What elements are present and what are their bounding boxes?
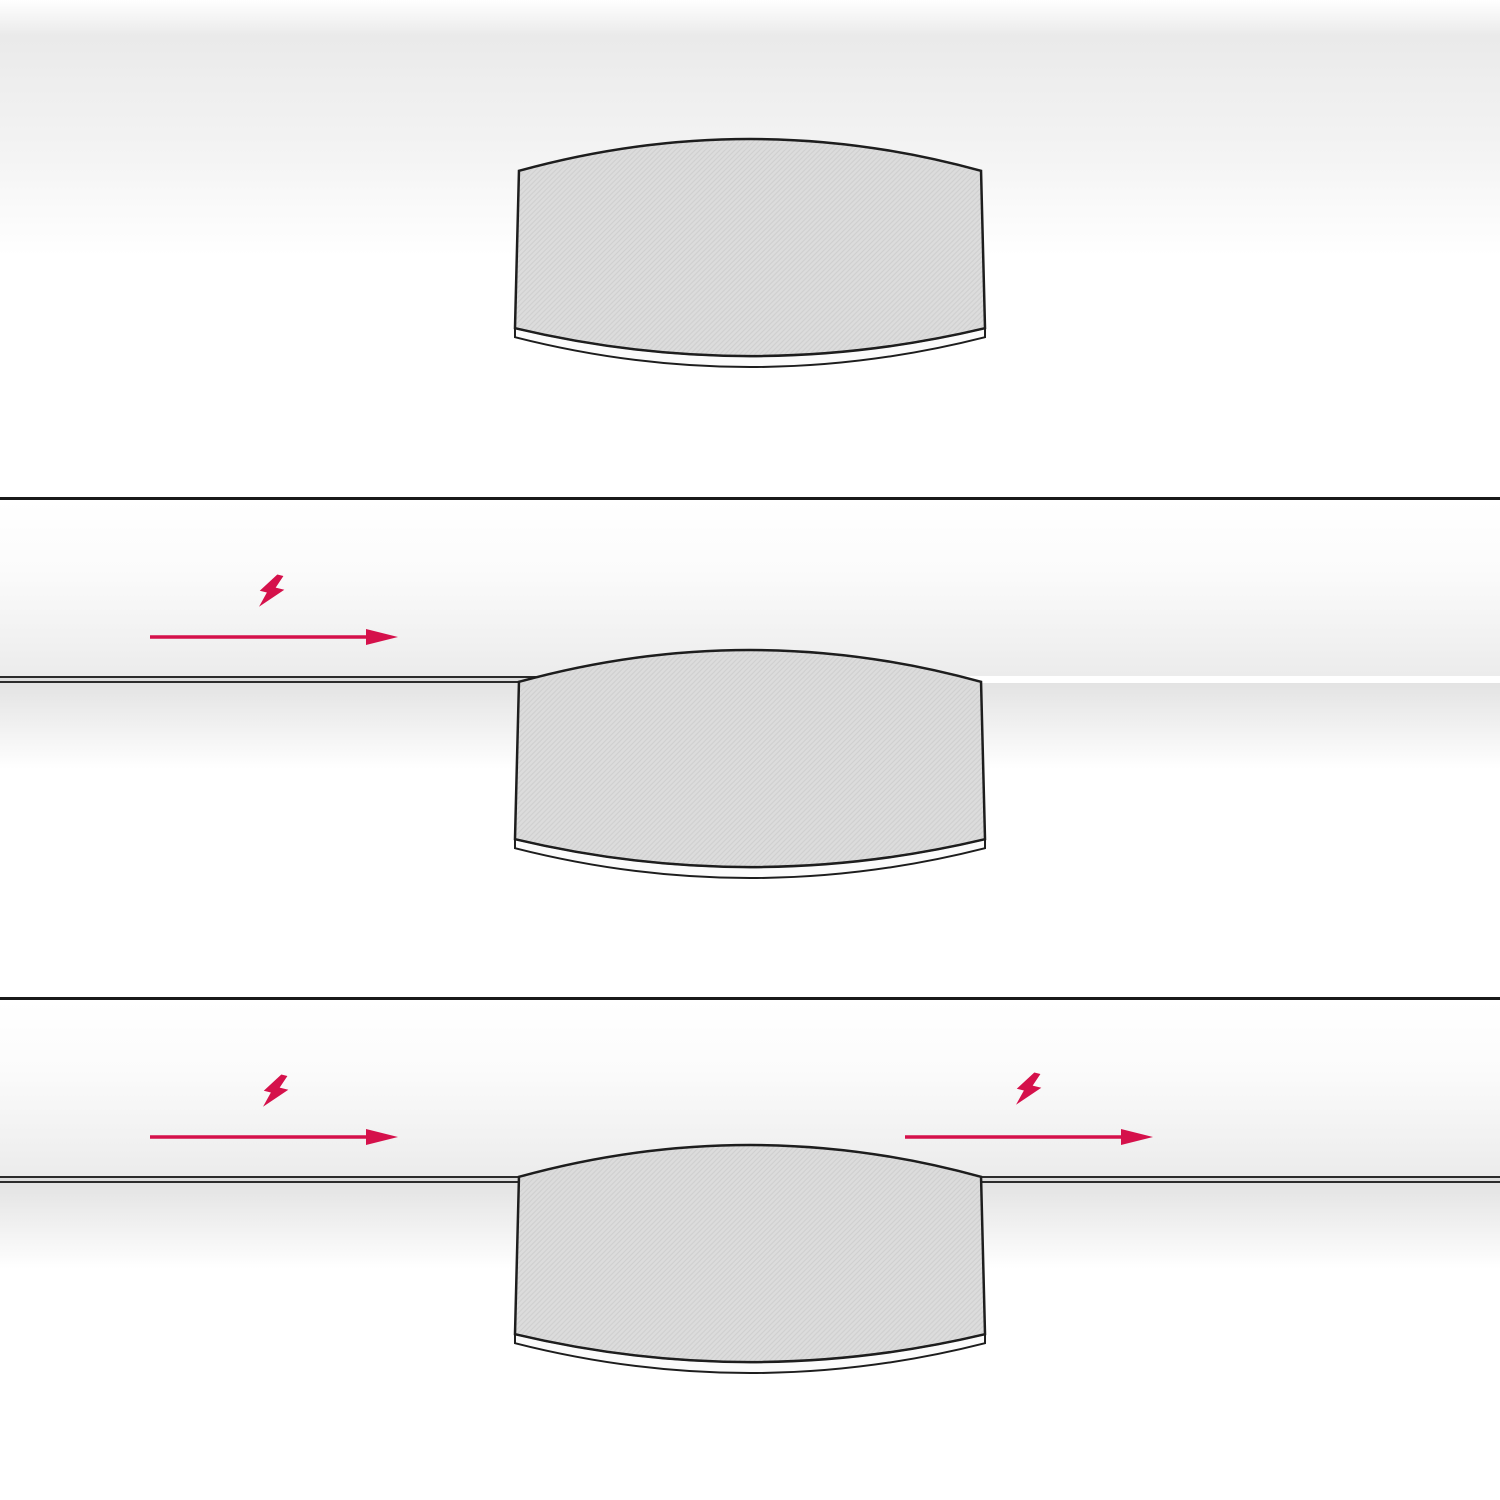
panel-step-2-cable-left bbox=[0, 500, 1500, 1000]
current-direction-arrow-icon bbox=[903, 1124, 1155, 1150]
panel-separator bbox=[0, 497, 1500, 500]
current-direction-arrow-icon bbox=[148, 1124, 400, 1150]
drum-lampshade bbox=[511, 1141, 989, 1380]
drum-lampshade bbox=[511, 646, 989, 885]
current-direction-arrow-icon bbox=[148, 624, 400, 650]
flat-cable-left bbox=[0, 676, 770, 683]
panel-step-1-no-cable bbox=[0, 0, 1500, 500]
lightning-bolt-icon bbox=[1015, 1072, 1045, 1114]
panel-separator bbox=[0, 997, 1500, 1000]
lightning-bolt-icon bbox=[258, 574, 288, 616]
drum-lampshade bbox=[511, 135, 989, 374]
lightning-bolt-icon bbox=[262, 1074, 292, 1116]
ceiling-surface-above-cable bbox=[0, 500, 1500, 676]
panel-step-3-cable-through bbox=[0, 1000, 1500, 1500]
